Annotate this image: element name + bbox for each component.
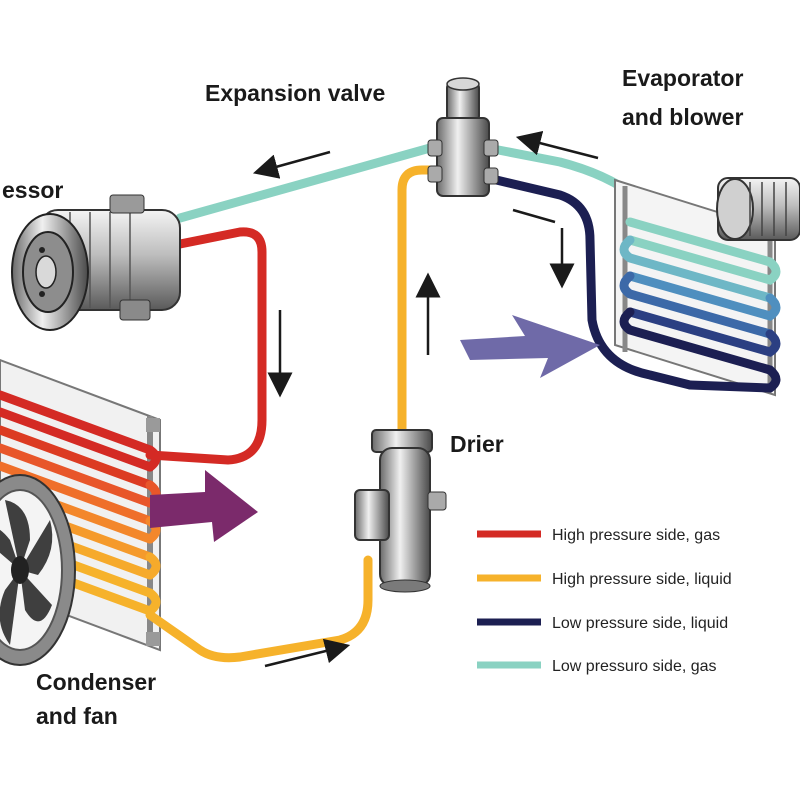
legend: High pressure side, gas High pressure si… xyxy=(477,527,732,675)
expansion-valve-icon xyxy=(427,77,499,197)
high-pressure-liquid-line-lower xyxy=(145,555,373,663)
legend-item: High pressure side, liquid xyxy=(477,571,732,588)
drier-icon xyxy=(354,429,447,593)
low-pressure-gas-line xyxy=(175,143,435,223)
blower-icon xyxy=(716,177,800,241)
label-condenser: Condenser xyxy=(36,669,156,695)
airflow-arrow-icon xyxy=(150,470,258,542)
legend-item: High pressure side, gas xyxy=(477,527,720,544)
legend-item: Low pressuro side, gas xyxy=(477,658,717,675)
legend-label: Low pressuro side, gas xyxy=(552,658,717,675)
legend-item: Low pressure side, liquid xyxy=(477,615,728,632)
label-expansion-valve: Expansion valve xyxy=(205,80,385,106)
label-blower: and blower xyxy=(622,104,743,130)
high-pressure-liquid-line-upper xyxy=(397,165,445,445)
label-compressor: essor xyxy=(2,177,63,203)
low-pressure-liquid-line xyxy=(483,173,695,390)
legend-label: High pressure side, liquid xyxy=(552,571,732,588)
compressor-icon xyxy=(11,194,181,331)
flow-arrow-icon xyxy=(252,131,599,668)
high-pressure-gas-line xyxy=(145,227,267,465)
fan-icon xyxy=(0,474,76,666)
label-drier: Drier xyxy=(450,431,504,457)
label-fan: and fan xyxy=(36,703,118,729)
legend-label: Low pressure side, liquid xyxy=(552,615,728,632)
legend-label: High pressure side, gas xyxy=(552,527,720,544)
airflow-arrow-icon xyxy=(460,315,600,378)
label-evaporator: Evaporator xyxy=(622,65,743,91)
